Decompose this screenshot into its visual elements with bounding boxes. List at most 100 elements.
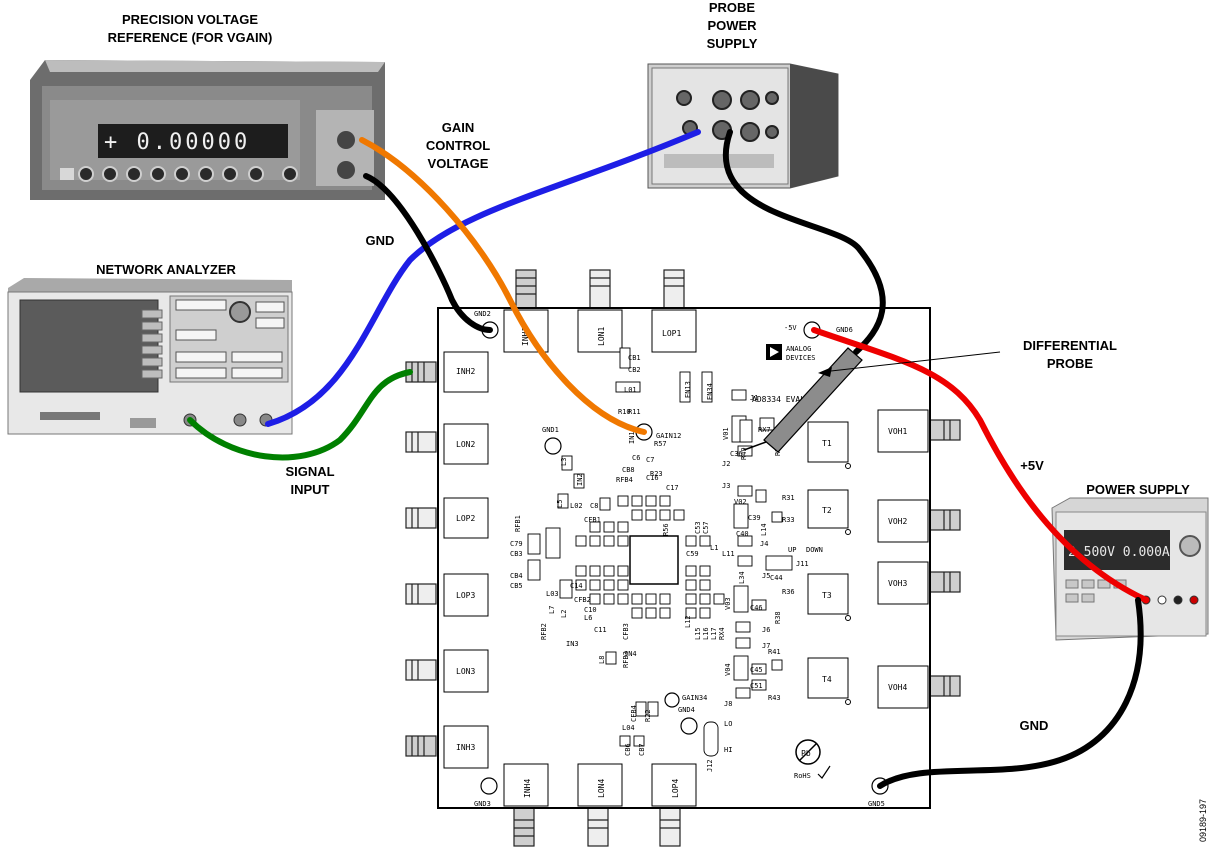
svg-text:C11: C11 bbox=[594, 626, 607, 634]
label-signal-input-line1: SIGNAL bbox=[285, 464, 334, 479]
figure-id: 09189-197 bbox=[1198, 799, 1208, 842]
svg-text:C39: C39 bbox=[748, 514, 761, 522]
svg-text:R31: R31 bbox=[782, 494, 795, 502]
label-lon1: LON1 bbox=[597, 327, 606, 346]
svg-text:L02: L02 bbox=[570, 502, 583, 510]
sma-top-lon1 bbox=[590, 270, 610, 308]
svg-text:V04: V04 bbox=[724, 663, 732, 676]
svg-text:ANALOG: ANALOG bbox=[786, 345, 811, 353]
svg-text:R38: R38 bbox=[774, 611, 782, 624]
svg-text:L2: L2 bbox=[560, 610, 568, 618]
sma-left-lon2 bbox=[406, 432, 436, 452]
label-t4: T4 bbox=[822, 675, 832, 684]
sma-right-voh1 bbox=[930, 420, 960, 440]
label-en13: EN13 bbox=[684, 381, 692, 398]
svg-text:J3: J3 bbox=[722, 482, 730, 490]
svg-text:J6: J6 bbox=[762, 626, 770, 634]
label-t3: T3 bbox=[822, 591, 832, 600]
label-up: UP bbox=[788, 546, 796, 554]
label-lop4: LOP4 bbox=[671, 779, 680, 798]
probe-power-supply-instrument bbox=[648, 64, 838, 188]
svg-text:RX7: RX7 bbox=[758, 426, 771, 434]
svg-text:RFB1: RFB1 bbox=[514, 515, 522, 532]
label-en34: EN34 bbox=[706, 383, 714, 400]
svg-text:CB1: CB1 bbox=[628, 354, 641, 362]
sma-left-inh3 bbox=[406, 736, 436, 756]
label-power-supply: POWER SUPPLY bbox=[1086, 482, 1190, 497]
label-gnd-right: GND bbox=[1020, 718, 1049, 733]
sma-right-voh2 bbox=[930, 510, 960, 530]
svg-text:C59: C59 bbox=[686, 550, 699, 558]
svg-text:L1: L1 bbox=[710, 544, 718, 552]
svg-text:RFB4: RFB4 bbox=[616, 476, 633, 484]
svg-text:IN1: IN1 bbox=[628, 431, 636, 444]
label-gnd3: GND3 bbox=[474, 800, 491, 808]
svg-text:R23: R23 bbox=[650, 470, 663, 478]
sma-left-lop2 bbox=[406, 508, 436, 528]
svg-text:J8: J8 bbox=[724, 700, 732, 708]
svg-text:R41: R41 bbox=[768, 648, 781, 656]
label-gnd6: GND6 bbox=[836, 326, 853, 334]
svg-text:L14: L14 bbox=[760, 523, 768, 536]
label-probe-supply-line2: POWER bbox=[707, 18, 757, 33]
gnd3-testpoint bbox=[481, 778, 497, 794]
gain34-testpoint bbox=[665, 693, 679, 707]
svg-text:C17: C17 bbox=[666, 484, 679, 492]
ref-display-readout: + 0.00000 bbox=[104, 130, 250, 155]
label-precision-ref-line2: REFERENCE (FOR VGAIN) bbox=[108, 30, 273, 45]
svg-text:L3: L3 bbox=[560, 458, 568, 466]
svg-text:CFB3: CFB3 bbox=[622, 623, 630, 640]
sma-left-lop3 bbox=[406, 584, 436, 604]
label-hi: HI bbox=[724, 746, 732, 754]
svg-text:C10: C10 bbox=[584, 606, 597, 614]
label-lon3: LON3 bbox=[456, 667, 475, 676]
sma-top-lop1 bbox=[664, 270, 684, 308]
svg-text:IN2: IN2 bbox=[576, 473, 584, 486]
svg-text:V01: V01 bbox=[722, 427, 730, 440]
label-lo: LO bbox=[724, 720, 732, 728]
svg-text:C79: C79 bbox=[510, 540, 523, 548]
svg-text:L03: L03 bbox=[546, 590, 559, 598]
sma-left-lon3 bbox=[406, 660, 436, 680]
svg-text:C6: C6 bbox=[632, 454, 640, 462]
label-gain12: GAIN12 bbox=[656, 432, 681, 440]
svg-text:V03: V03 bbox=[724, 597, 732, 610]
svg-text:Pb: Pb bbox=[801, 749, 811, 758]
label-gain-control-line1: GAIN bbox=[442, 120, 475, 135]
label-lon2: LON2 bbox=[456, 440, 475, 449]
svg-text:C46: C46 bbox=[750, 604, 763, 612]
svg-text:C51: C51 bbox=[750, 682, 763, 690]
svg-text:R33: R33 bbox=[782, 516, 795, 524]
label-inh4: INH4 bbox=[523, 779, 532, 798]
gnd4-testpoint bbox=[681, 718, 697, 734]
svg-text:RFB2: RFB2 bbox=[540, 623, 548, 640]
svg-text:CFB1: CFB1 bbox=[584, 516, 601, 524]
label-lop3: LOP3 bbox=[456, 591, 475, 600]
sma-right-voh4 bbox=[930, 676, 960, 696]
svg-text:R36: R36 bbox=[782, 588, 795, 596]
sma-bottom-inh4 bbox=[514, 808, 534, 846]
network-analyzer-instrument bbox=[8, 278, 292, 434]
label-gnd1: GND1 bbox=[542, 426, 559, 434]
svg-text:L6: L6 bbox=[584, 614, 592, 622]
label-probe-supply-line3: SUPPLY bbox=[707, 36, 758, 51]
analyzer-port-2 bbox=[234, 414, 246, 426]
label-diff-probe-line1: DIFFERENTIAL bbox=[1023, 338, 1117, 353]
svg-text:CB7: CB7 bbox=[638, 743, 646, 756]
svg-text:J1: J1 bbox=[750, 394, 758, 402]
analyzer-screen bbox=[20, 300, 158, 392]
svg-text:C14: C14 bbox=[570, 582, 583, 590]
svg-text:IN3: IN3 bbox=[566, 640, 579, 648]
svg-text:L16: L16 bbox=[702, 627, 710, 640]
svg-text:R57: R57 bbox=[654, 440, 667, 448]
svg-text:C45: C45 bbox=[750, 666, 763, 674]
svg-text:CFB4: CFB4 bbox=[630, 705, 638, 722]
ad8334-ic bbox=[630, 536, 678, 584]
analyzer-floppy-slot bbox=[40, 412, 100, 420]
svg-text:J11: J11 bbox=[796, 560, 809, 568]
svg-text:L01: L01 bbox=[624, 386, 637, 394]
label-plus5v: +5V bbox=[1020, 458, 1044, 473]
label-t2: T2 bbox=[822, 506, 832, 515]
label-voh2: VOH2 bbox=[888, 517, 907, 526]
